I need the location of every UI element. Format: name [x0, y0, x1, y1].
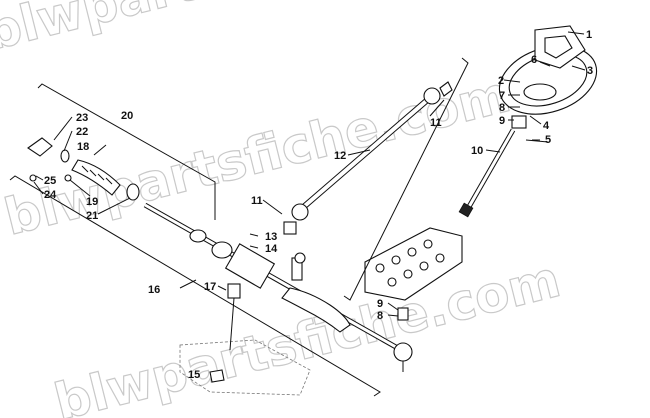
callout-20: 20: [121, 110, 133, 122]
callout-19: 19: [86, 196, 98, 208]
leader-lines: [33, 31, 586, 317]
steering-wheel: [498, 25, 598, 143]
tie-rod-boot: [27, 137, 140, 201]
shaft-group-bracket: [343, 57, 469, 301]
callout-23: 23: [76, 112, 88, 124]
callout-16: 16: [148, 284, 160, 296]
callout-11: 11: [430, 117, 442, 129]
callout-17: 17: [204, 281, 216, 293]
callout-2: 2: [498, 75, 504, 87]
callout-14: 14: [265, 243, 278, 255]
callout-24: 24: [44, 189, 57, 201]
callout-12: 12: [334, 150, 346, 162]
callout-labels: 1 2 3 4 5 6 7 8 9 10 11 12 11 13 14 15 1…: [44, 29, 593, 381]
boot-group-bracket: [37, 83, 216, 220]
callout-5: 5: [545, 134, 551, 146]
rack-group-bracket: [9, 175, 381, 397]
callout-1: 1: [586, 29, 592, 41]
watermark-text-1: blwpartsfiche.com: [0, 0, 496, 62]
mounting-bracket: [364, 227, 463, 321]
callout-8: 8: [499, 102, 505, 114]
callout-21: 21: [86, 210, 98, 222]
callout-13: 13: [265, 231, 277, 243]
callout-22: 22: [76, 126, 88, 138]
callout-9b: 9: [377, 298, 383, 310]
callout-10: 10: [471, 145, 483, 157]
intermediate-shaft: [283, 81, 453, 235]
callout-4: 4: [543, 120, 550, 132]
steering-column-shaft: [458, 128, 516, 218]
callout-7: 7: [499, 90, 505, 102]
floor-mount-plate: [179, 283, 311, 396]
watermark-text-3: blwpartsfiche.com: [49, 250, 566, 418]
callout-9: 9: [499, 115, 505, 127]
callout-6: 6: [531, 54, 537, 66]
callout-15: 15: [188, 369, 200, 381]
callout-18: 18: [77, 141, 89, 153]
callout-25: 25: [44, 175, 56, 187]
steering-gear-assembly: [143, 202, 413, 372]
callout-8b: 8: [377, 310, 383, 322]
callout-3: 3: [587, 65, 593, 77]
callout-11b: 11: [251, 195, 263, 207]
